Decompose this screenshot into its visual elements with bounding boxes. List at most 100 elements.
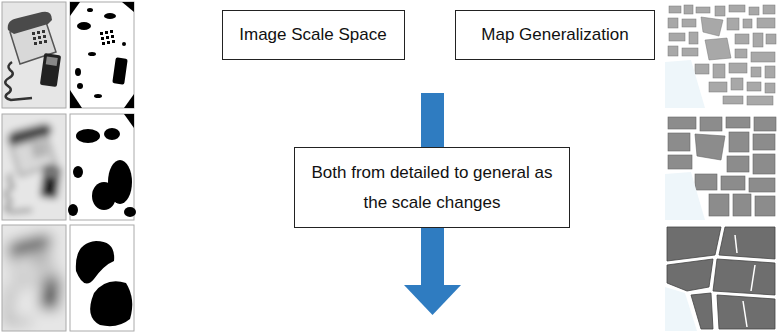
illustration-part	[70, 114, 134, 220]
illustration-part	[751, 52, 775, 62]
illustration-part	[665, 172, 705, 220]
illustration-part	[665, 114, 777, 220]
illustration-part	[667, 227, 721, 261]
illustration-part	[700, 117, 722, 131]
illustration-part	[73, 166, 83, 178]
illustration-part	[104, 128, 120, 140]
illustration-part	[763, 5, 775, 14]
illustration-part	[747, 82, 761, 91]
illustration-part	[721, 176, 745, 190]
illustration-part	[110, 30, 113, 33]
illustration-part	[92, 182, 116, 210]
illustration-part	[735, 34, 749, 44]
illustration-part	[76, 129, 100, 143]
illustration-part	[668, 155, 692, 169]
illustration-part	[112, 40, 115, 43]
illustration-part	[101, 37, 104, 40]
illustration-part	[755, 196, 775, 216]
illustration-part	[705, 38, 731, 60]
illustration-part	[70, 90, 82, 108]
illustration-part	[104, 13, 116, 19]
illustration-part	[2, 114, 66, 220]
illustration-part	[2, 114, 66, 220]
illustration-part	[70, 2, 80, 16]
illustration-part	[717, 295, 775, 329]
box-text: Image Scale Space	[239, 24, 386, 46]
illustration-part	[124, 114, 134, 128]
illustration-part	[727, 156, 749, 172]
illustration-part	[735, 235, 755, 327]
illustration-part	[757, 18, 775, 28]
illustration-part	[665, 2, 777, 108]
illustration-part	[729, 5, 745, 12]
illustration-part	[749, 178, 775, 192]
illustration-part	[68, 114, 136, 220]
illustration-part	[2, 225, 66, 331]
illustration-part	[684, 5, 693, 14]
illustration-part	[726, 117, 750, 128]
illustration-part	[124, 94, 134, 108]
illustration-part	[122, 42, 126, 46]
illustration-part	[719, 227, 775, 259]
illustration-part	[106, 36, 109, 39]
illustration-part	[94, 94, 102, 98]
illustration-part	[70, 2, 134, 108]
illustration-part	[665, 114, 777, 220]
illustration-part	[753, 134, 775, 150]
generalized-maps	[665, 2, 777, 331]
illustration-part	[753, 33, 763, 47]
illustration-part	[2, 2, 66, 108]
illustration-part	[682, 19, 696, 27]
illustration-part	[668, 46, 678, 56]
box-text: Both from detailed to general as the sca…	[311, 158, 553, 218]
illustration-part	[668, 117, 696, 129]
illustration-part	[124, 207, 136, 217]
illustration-part	[713, 64, 725, 78]
illustration-part	[753, 154, 775, 174]
illustration-part	[2, 225, 66, 331]
illustration-part	[668, 18, 678, 28]
illustration-part	[751, 265, 755, 291]
illustration-part	[2, 225, 66, 331]
illustration-part	[729, 63, 747, 73]
illustration-part	[689, 32, 698, 44]
illustration-part	[404, 285, 461, 315]
illustration-part	[2, 2, 66, 108]
illustration-part	[665, 287, 697, 331]
illustration-part	[715, 6, 725, 16]
illustration-part	[75, 68, 81, 76]
illustration-part	[723, 96, 743, 104]
illustration-part	[70, 225, 134, 331]
statement-box: Both from detailed to general as the sca…	[294, 147, 570, 228]
illustration-part	[665, 225, 777, 331]
illustration-part	[735, 49, 747, 58]
illustration-part	[749, 7, 759, 15]
illustration-part	[729, 132, 749, 152]
illustration-part	[696, 7, 710, 13]
illustration-part	[87, 8, 93, 12]
heading-box: Image Scale Space	[222, 10, 405, 60]
illustration-part	[111, 35, 114, 38]
illustration-part	[76, 241, 132, 326]
illustration-part	[695, 64, 709, 74]
illustration-part	[751, 67, 761, 77]
illustration-part	[2, 2, 66, 108]
illustration-part	[733, 194, 751, 216]
illustration-part	[709, 194, 729, 216]
illustration-part	[90, 281, 132, 326]
illustration-part	[77, 83, 83, 89]
illustration-part	[76, 241, 114, 284]
illustration-part	[695, 134, 725, 160]
illustration-part	[701, 17, 723, 36]
heading-box: Map Generalization	[455, 10, 655, 60]
illustration-part	[70, 2, 134, 108]
illustration-part	[713, 259, 775, 295]
illustration-part	[100, 32, 103, 35]
illustration-part	[68, 114, 136, 217]
illustration-part	[668, 133, 690, 151]
illustration-part	[70, 225, 134, 331]
illustration-part	[669, 6, 681, 13]
illustration-part	[765, 66, 775, 78]
illustration-part	[70, 2, 134, 108]
